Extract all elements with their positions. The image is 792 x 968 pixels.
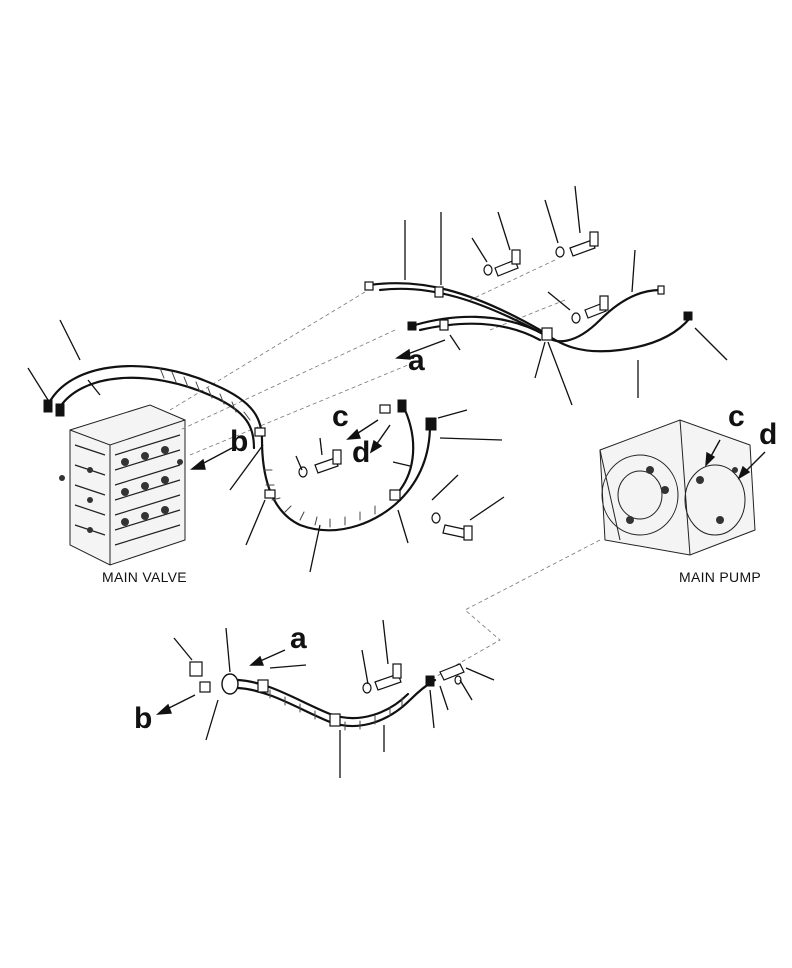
lower-hose-assembly <box>189 661 465 731</box>
callout-b-upper: b <box>230 425 249 458</box>
callout-a-upper: a <box>408 344 425 377</box>
bolt-5 <box>442 524 473 541</box>
arrows-upper <box>190 339 766 480</box>
washer-1 <box>483 264 493 276</box>
washer-5 <box>431 512 441 524</box>
callout-c-upper: c <box>332 400 349 433</box>
callout-d-pump: d <box>759 418 778 451</box>
callout-d-upper: d <box>352 436 371 469</box>
fitting-c <box>379 404 391 414</box>
bolt-4 <box>314 449 342 474</box>
main-valve-label: MAIN VALVE <box>102 569 187 585</box>
callout-c-pump: c <box>728 400 745 433</box>
washer-2 <box>555 246 565 258</box>
main-pump-illustration <box>599 419 756 556</box>
washer-6 <box>362 682 372 694</box>
bolts-upper <box>298 231 609 541</box>
oring-lower <box>454 675 462 685</box>
callout-a-lower: a <box>290 622 307 655</box>
callout-b-lower: b <box>134 702 153 735</box>
bolt-3 <box>584 295 609 319</box>
washer-3 <box>571 312 581 324</box>
main-valve-illustration <box>59 404 186 566</box>
washer-4 <box>298 466 308 478</box>
alignment-lines <box>169 259 601 681</box>
bolt-1 <box>494 249 521 277</box>
leader-lines-lower <box>173 619 495 778</box>
arrows-lower <box>156 649 286 715</box>
bolts-lower <box>362 663 462 694</box>
upper-hose-assembly <box>43 281 693 532</box>
bolt-2 <box>569 231 599 257</box>
bolt-6 <box>374 663 402 691</box>
main-pump-label: MAIN PUMP <box>679 569 762 585</box>
leader-lines-upper <box>27 185 728 573</box>
